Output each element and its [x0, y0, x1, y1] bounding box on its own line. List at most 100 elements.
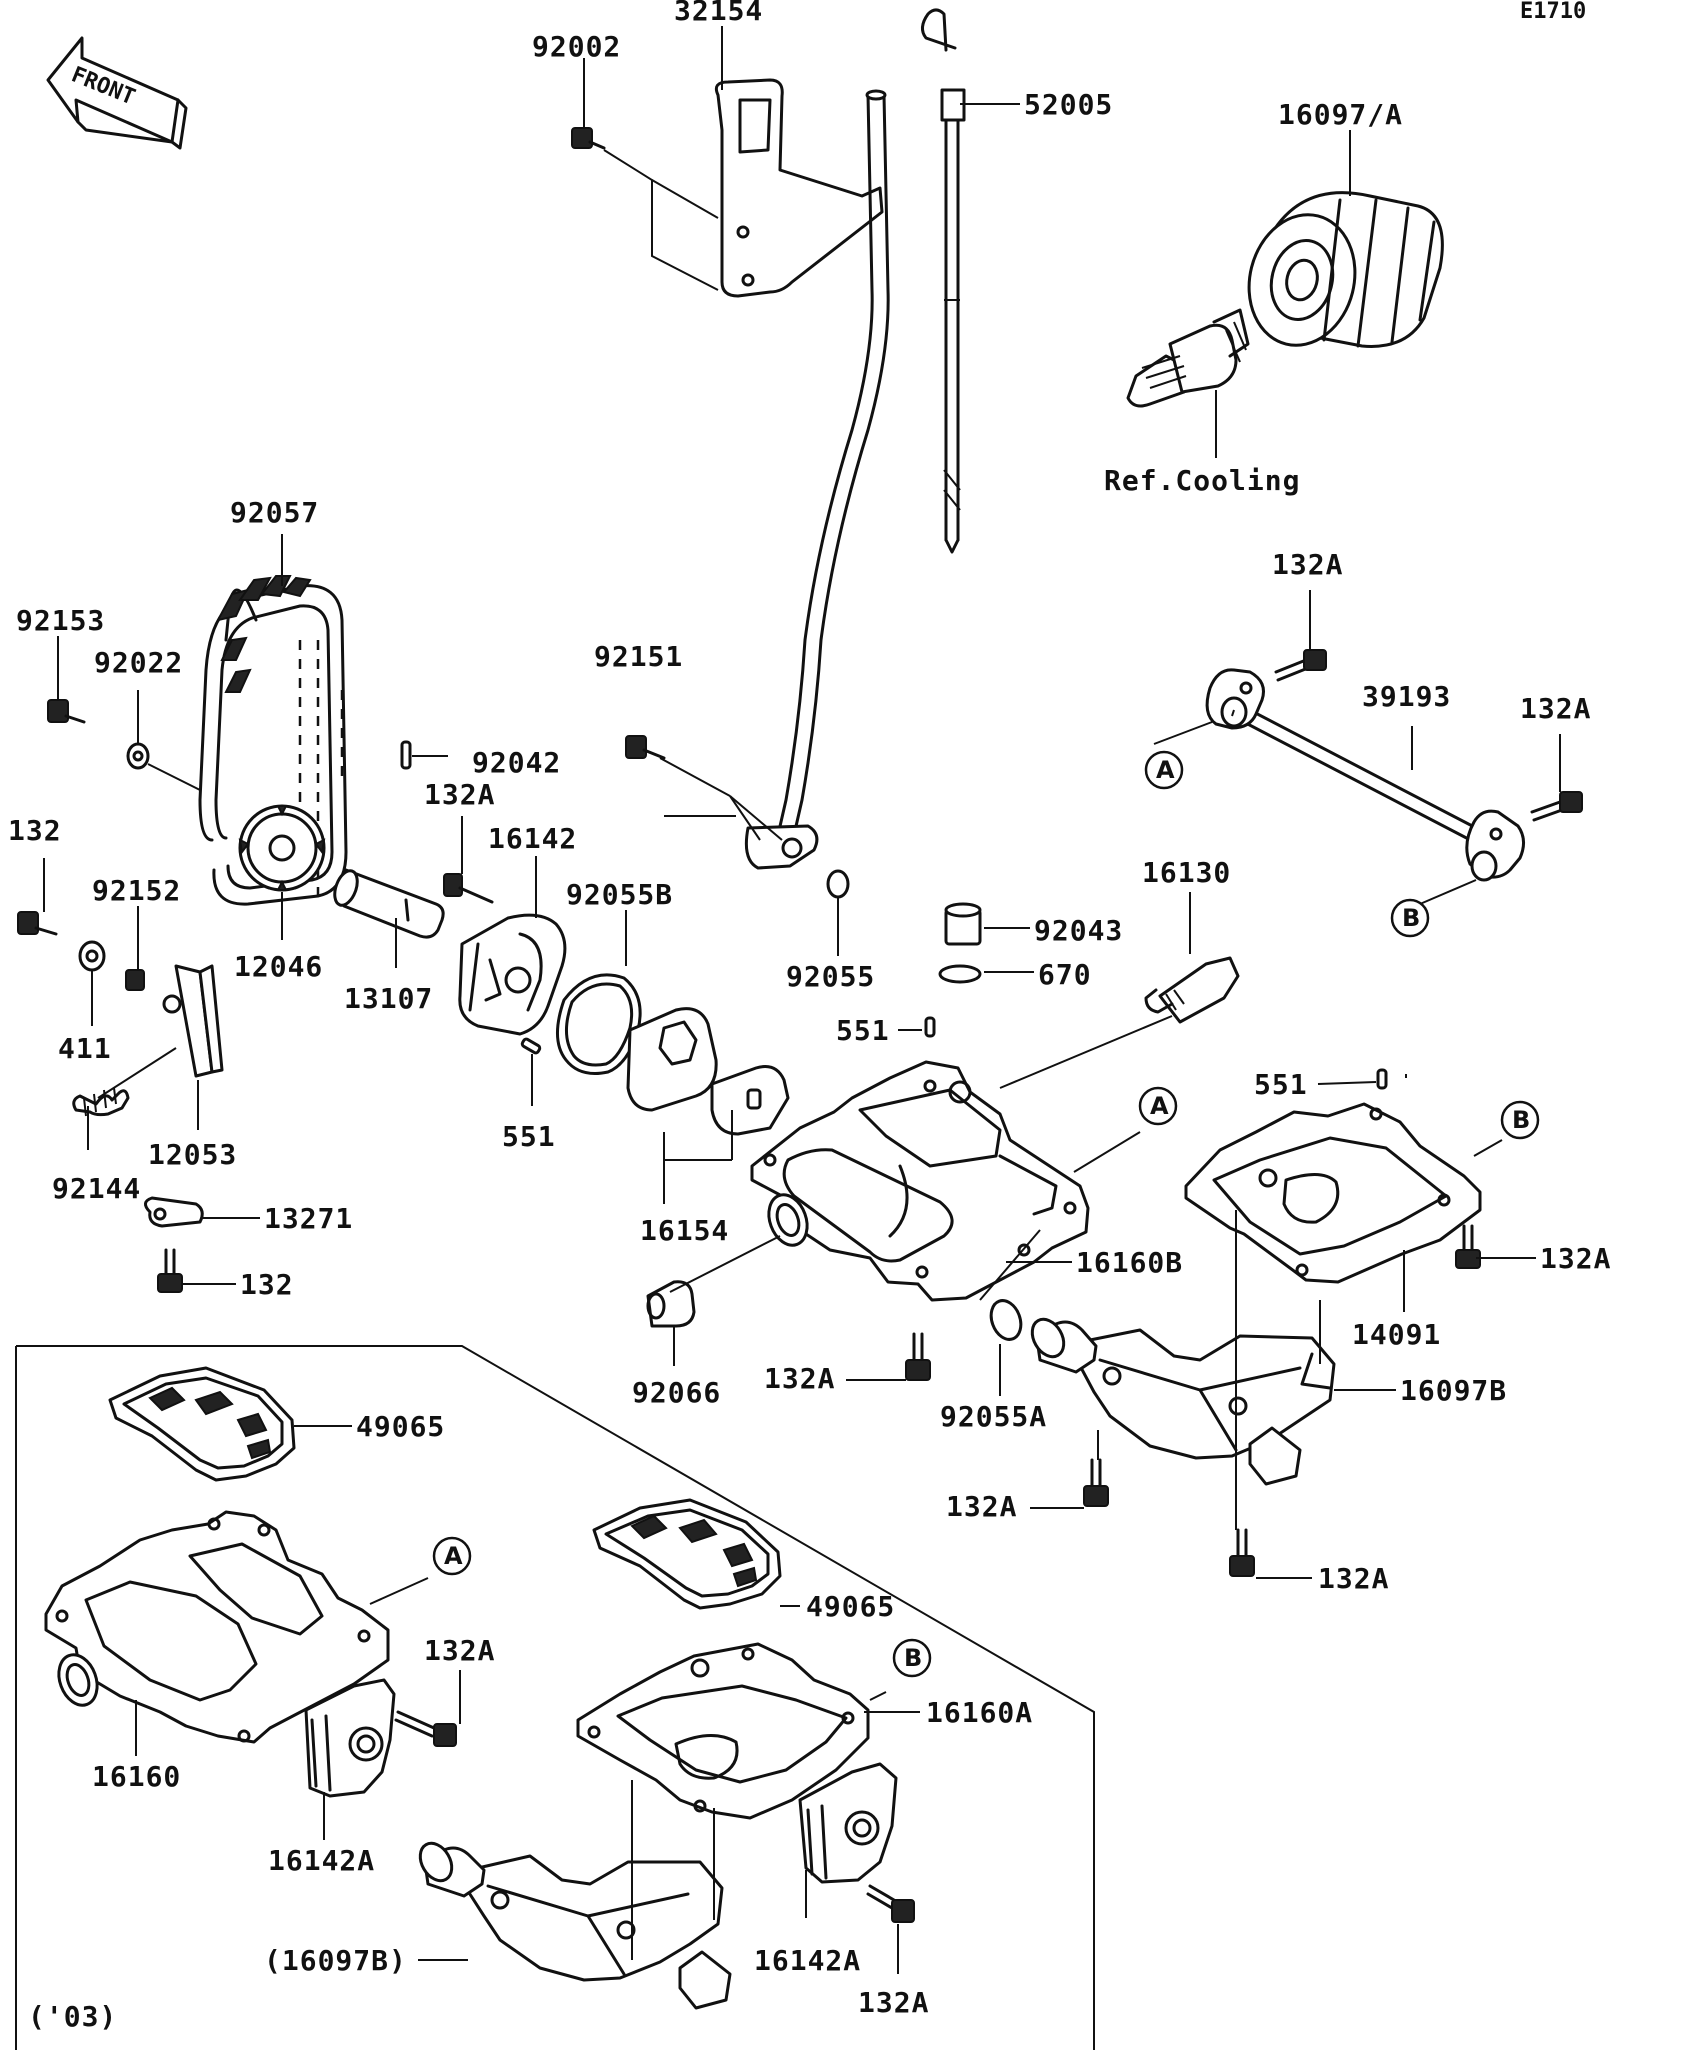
label-670: 670 — [1038, 958, 1092, 991]
oil-pan-16160 — [44, 1510, 390, 1744]
label-92022: 92022 — [94, 646, 183, 679]
label-52005: 52005 — [1024, 88, 1113, 121]
label-92042: 92042 — [472, 746, 561, 779]
label-92153: 92153 — [16, 604, 105, 637]
oil-strainer-16097B — [1030, 1317, 1336, 1486]
oil-filter — [1247, 191, 1444, 348]
plate-13271 — [144, 1196, 204, 1228]
pressure-switch-16130 — [1144, 956, 1240, 1024]
label-92152: 92152 — [92, 874, 181, 907]
sprocket — [238, 804, 326, 892]
marker-a-pipe: A — [1144, 750, 1184, 790]
label-92002: 92002 — [532, 30, 621, 63]
bolt-92151 — [625, 735, 666, 760]
gasket-49065-1 — [108, 1366, 296, 1482]
label-92055A: 92055A — [940, 1400, 1047, 1433]
o-ring-670 — [938, 964, 982, 984]
label-132A-pump: 132A — [424, 778, 495, 811]
bolt-132A-pan — [905, 1332, 931, 1381]
label-551-right: 551 — [1254, 1068, 1308, 1101]
washer-92022 — [126, 742, 150, 770]
label-16160: 16160 — [92, 1760, 181, 1793]
label-92057: 92057 — [230, 496, 319, 529]
label-49065-2: 49065 — [806, 1590, 895, 1623]
marker-a-inset: A — [432, 1536, 472, 1576]
oil-pan-14091 — [1184, 1102, 1482, 1284]
oil-pan-16160B — [750, 1060, 1090, 1302]
marker-a-pan: A — [1138, 1086, 1178, 1126]
svg-text:A: A — [444, 1542, 463, 1570]
pump-shaft — [333, 868, 445, 939]
pin-92042 — [400, 740, 412, 770]
label-16160B: 16160B — [1076, 1246, 1183, 1279]
oil-pump-cover-16142A-2 — [798, 1762, 898, 1884]
gasket-92055B — [555, 973, 642, 1075]
plug-92066 — [646, 1280, 696, 1328]
oil-pipe-39193 — [1205, 668, 1525, 882]
dipstick-tube-bracket — [714, 78, 884, 298]
label-132A-strainer2: 132A — [1318, 1562, 1389, 1595]
dipstick — [921, 8, 966, 554]
bolt-132-bottom — [157, 1248, 183, 1293]
oil-pump-cover — [458, 913, 567, 1036]
label-132A-top: 132A — [1272, 548, 1343, 581]
label-16142: 16142 — [488, 822, 577, 855]
label-16142A-1: 16142A — [268, 1844, 375, 1877]
inset-leader-lines — [135, 1425, 920, 1974]
label-12053: 12053 — [148, 1138, 237, 1171]
pin-551-mid — [924, 1016, 936, 1038]
bolt-132A-14091 — [1455, 1224, 1481, 1269]
label-132: 132 — [8, 814, 62, 847]
o-ring-92055 — [826, 869, 850, 899]
label-132A-inset1: 132A — [424, 1634, 495, 1667]
relief-valve-body — [162, 964, 224, 1078]
oil-strainer-ref — [418, 1841, 732, 2010]
label-92151: 92151 — [594, 640, 683, 673]
spring-92144 — [72, 1087, 130, 1117]
label-13271: 13271 — [264, 1202, 353, 1235]
bolt-132A-strainer2 — [1229, 1528, 1255, 1577]
label-49065-1: 49065 — [356, 1410, 445, 1443]
label-92043: 92043 — [1034, 914, 1123, 947]
collar-92043 — [944, 902, 982, 946]
o-ring-92055A — [989, 1299, 1023, 1341]
marker-b-pan: B — [1500, 1100, 1540, 1140]
filter-fitting — [1126, 308, 1250, 408]
label-551-pump: 551 — [502, 1120, 556, 1153]
label-411: 411 — [58, 1032, 112, 1065]
washer-411 — [78, 940, 106, 972]
label-16160A: 16160A — [926, 1696, 1033, 1729]
label-132-bottom: 132 — [240, 1268, 294, 1301]
oil-pump-cover-16142A-1 — [304, 1678, 396, 1798]
label-39193: 39193 — [1362, 680, 1451, 713]
cam-chain — [198, 575, 348, 906]
pin-551-right — [1376, 1068, 1388, 1090]
label-16097A: 16097/A — [1278, 98, 1403, 131]
label-92066: 92066 — [632, 1376, 721, 1409]
label-92144: 92144 — [52, 1172, 141, 1205]
bolt-132A-pipe2 — [1530, 791, 1583, 822]
ref-cooling-note: Ref.Cooling — [1104, 464, 1300, 497]
bolt-92002 — [571, 127, 606, 150]
svg-text:B: B — [1512, 1106, 1530, 1134]
label-12046: 12046 — [234, 950, 323, 983]
label-132A-14091: 132A — [1540, 1242, 1611, 1275]
front-arrow-icon: FRONT — [46, 36, 188, 150]
variant-note: ('03) — [28, 2000, 117, 2033]
svg-text:A: A — [1150, 1092, 1169, 1120]
bolt-92153 — [47, 699, 86, 724]
label-132A-pan: 132A — [764, 1362, 835, 1395]
svg-text:A: A — [1156, 756, 1175, 784]
gasket-49065-2 — [592, 1498, 782, 1610]
label-92055B: 92055B — [566, 878, 673, 911]
label-132A-inset2: 132A — [858, 1986, 929, 2019]
diagram-code: E1710 — [1520, 0, 1586, 24]
label-92055: 92055 — [786, 960, 875, 993]
dipstick-tube — [744, 89, 890, 870]
marker-b-pipe: B — [1390, 898, 1430, 938]
outer-rotor — [710, 1065, 790, 1136]
label-16154: 16154 — [640, 1214, 729, 1247]
label-32154: 32154 — [674, 0, 763, 27]
label-16097B: 16097B — [1400, 1374, 1507, 1407]
pin-551-pump — [520, 1037, 542, 1055]
